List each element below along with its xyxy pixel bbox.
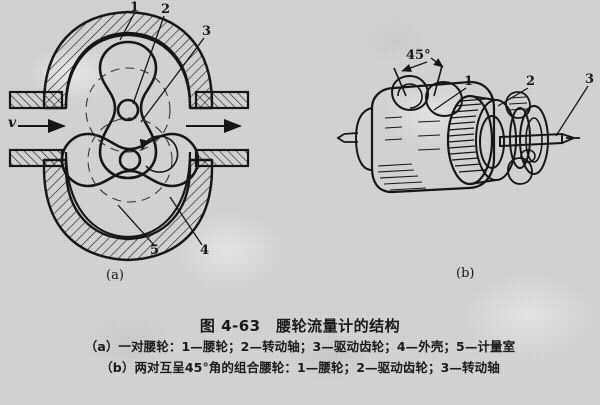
callout-a-2: 2 bbox=[161, 2, 171, 17]
b-bottom-ring bbox=[507, 157, 533, 185]
callout-b-3: 3 bbox=[585, 72, 595, 87]
b-angle-line-left bbox=[393, 67, 407, 97]
b-bearing-ring-inner bbox=[525, 117, 543, 163]
rotor-upper-pitch-circle bbox=[85, 67, 171, 153]
figure-title: 图 4-63 腰轮流量计的结构 bbox=[199, 317, 401, 335]
panel-b-assembly bbox=[336, 57, 589, 194]
figure-caption-block: 图 4-63 腰轮流量计的结构 （a）一对腰轮：1—腰轮；2—转动轴；3—驱动齿… bbox=[0, 316, 600, 378]
b-shaft-tip bbox=[561, 133, 580, 144]
b-casing-left-cap bbox=[354, 107, 373, 171]
leader-b3 bbox=[555, 85, 589, 137]
b-angle-arrow-left bbox=[401, 61, 428, 72]
b-rotor2-lobe bbox=[424, 80, 464, 118]
b-gear-teeth bbox=[447, 98, 487, 173]
figure-caption-a: （a）一对腰轮：1—腰轮；2—转动轴；3—驱动齿轮；4—外壳；5—计量室 bbox=[84, 339, 516, 354]
b-bearing-ring-1 bbox=[509, 107, 531, 169]
b-top-ring bbox=[505, 91, 531, 119]
leader-b1 bbox=[433, 87, 467, 111]
flow-velocity-label: v bbox=[8, 115, 17, 131]
b-bearing-ring-2 bbox=[519, 105, 549, 175]
inlet-pipe-lower bbox=[8, 148, 64, 168]
rotor-lower-lobe bbox=[60, 132, 200, 188]
leader-a5 bbox=[117, 204, 155, 246]
outlet-pipe-lower bbox=[194, 148, 250, 168]
callout-a-1: 1 bbox=[130, 0, 140, 15]
leader-a1 bbox=[119, 13, 135, 41]
b-body-shading bbox=[377, 116, 441, 191]
chamber-wall-lower bbox=[64, 151, 192, 239]
leader-a4 bbox=[169, 196, 203, 246]
b-casing-body bbox=[370, 80, 496, 194]
rotor-upper-lobe bbox=[98, 40, 158, 180]
rotor-lower-pitch-circle bbox=[87, 117, 173, 203]
callout-a-5: 5 bbox=[150, 243, 160, 258]
chamber-wall-upper bbox=[64, 33, 192, 109]
leader-b2 bbox=[497, 87, 529, 107]
panel-a-caption: (a) bbox=[106, 268, 124, 283]
callout-b-1: 1 bbox=[464, 74, 474, 89]
callout-a-3: 3 bbox=[202, 24, 212, 39]
b-angle-line-right bbox=[433, 65, 443, 97]
panel-b-caption: (b) bbox=[456, 266, 475, 281]
callout-b-2: 2 bbox=[526, 74, 536, 89]
b-angle-arrow-right bbox=[430, 57, 444, 68]
rotation-arrow bbox=[139, 135, 179, 173]
inlet-pipe-upper bbox=[8, 90, 64, 110]
b-gear-drum-edge bbox=[469, 95, 497, 185]
callout-a-4: 4 bbox=[200, 243, 210, 258]
b-shaft-collar bbox=[520, 149, 536, 163]
figure-caption-b: （b）两对互呈45°角的组合腰轮：1—腰轮；2—驱动齿轮；3—转动轴 bbox=[100, 360, 500, 375]
outlet-pipe-upper bbox=[194, 90, 250, 110]
b-rotor1-lobe bbox=[390, 74, 430, 112]
rotor-lower-shaft bbox=[118, 148, 142, 172]
leader-a3 bbox=[140, 37, 205, 123]
angle-label-45: 45° bbox=[406, 48, 431, 63]
casing-lower-shell bbox=[42, 158, 214, 262]
b-gear-bore bbox=[479, 115, 505, 169]
b-left-stub-shaft bbox=[336, 132, 359, 143]
leader-a2 bbox=[132, 15, 165, 105]
rotor-upper-shaft bbox=[116, 98, 140, 122]
